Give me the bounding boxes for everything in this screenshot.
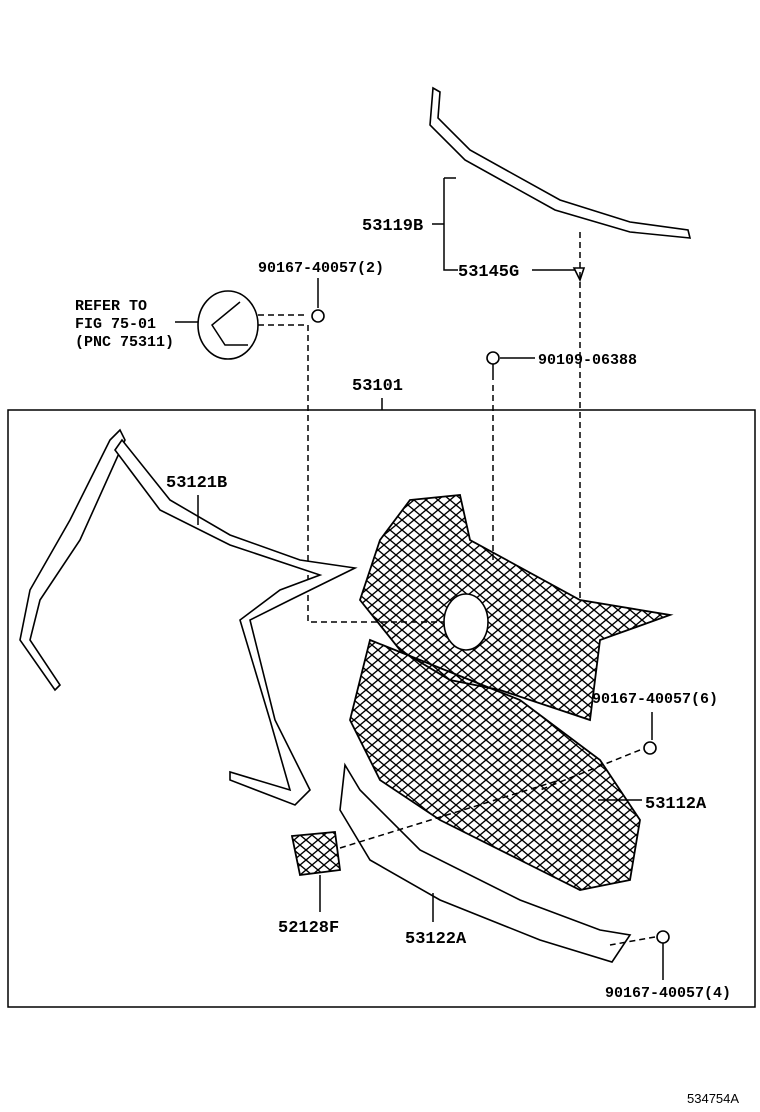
clip-90167-4: [656, 930, 670, 944]
lower-grille-53112A: [349, 638, 641, 891]
side-molding-left: [19, 428, 126, 692]
label-90167-40057-2[interactable]: 90167-40057(2): [258, 260, 384, 277]
label-53121B[interactable]: 53121B: [166, 474, 227, 493]
label-90167-40057-4[interactable]: 90167-40057(4): [605, 985, 731, 1002]
label-52128F[interactable]: 52128F: [278, 919, 339, 938]
label-90109-06388[interactable]: 90109-06388: [538, 352, 637, 369]
label-53112A[interactable]: 53112A: [645, 795, 707, 814]
figure-id: 534754A: [687, 1091, 739, 1106]
label-53101[interactable]: 53101: [352, 377, 403, 396]
label-53119B[interactable]: 53119B: [362, 217, 423, 236]
upper-molding-part: [429, 86, 692, 239]
refer-line-3: (PNC 75311): [75, 334, 174, 351]
lower-molding-53122A: [339, 762, 632, 963]
bolt-90109: [486, 351, 500, 365]
label-90167-40057-6[interactable]: 90167-40057(6): [592, 691, 718, 708]
cover-52128F: [290, 831, 342, 876]
clip-53145G: [572, 267, 586, 283]
refer-line-1: REFER TO: [75, 298, 147, 315]
emblem-part: [197, 290, 259, 360]
clip-90167-2: [311, 309, 325, 323]
upper-grille-part: [358, 494, 674, 722]
side-molding-53121B: [114, 438, 358, 806]
label-53145G[interactable]: 53145G: [458, 263, 519, 282]
label-53122A[interactable]: 53122A: [405, 930, 467, 949]
refer-line-2: FIG 75-01: [75, 316, 156, 333]
clip-90167-6: [643, 741, 657, 755]
